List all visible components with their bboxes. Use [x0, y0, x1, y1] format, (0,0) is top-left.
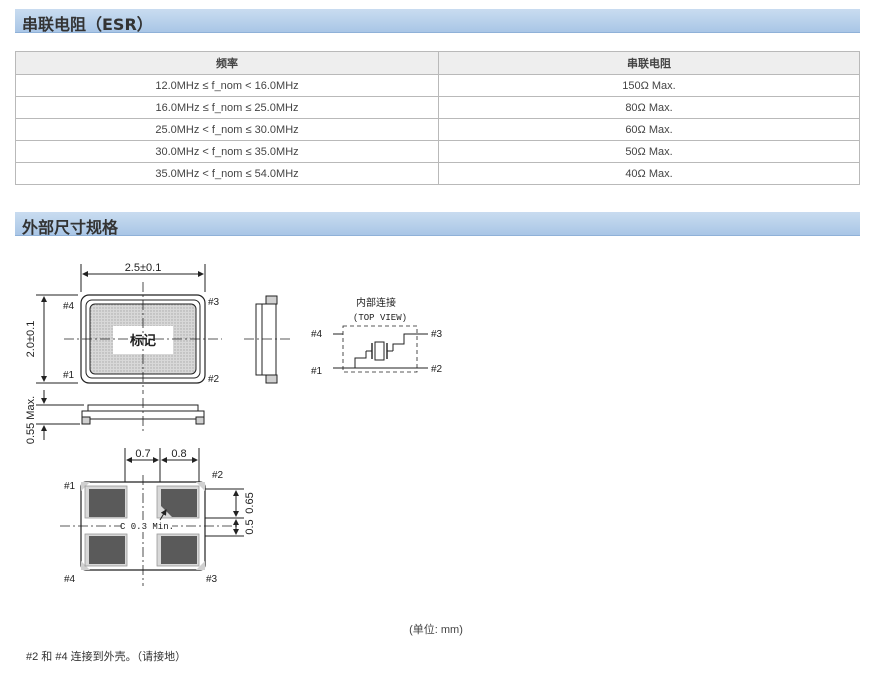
pad-pin3-label: #3	[206, 574, 218, 585]
dimensions-section-title: 外部尺寸规格	[22, 218, 119, 237]
esr-table-header-row: 频率 串联电阻	[15, 51, 860, 75]
unit-note: (单位: mm)	[409, 624, 463, 636]
internal-connection-diagram: 内部连接 (TOP VIEW) #4 #3 #1 #2	[311, 296, 443, 377]
side-view-bottom: 0.55 Max.	[25, 390, 205, 444]
pin1-label: #1	[63, 370, 75, 381]
pin2-label: #2	[208, 374, 220, 385]
internal-pin2-label: #2	[431, 364, 443, 375]
frequency-cell: 30.0MHz < f_nom ≤ 35.0MHz	[15, 140, 439, 163]
table-row: 16.0MHz ≤ f_nom ≤ 25.0MHz 80Ω Max.	[15, 96, 860, 119]
table-row: 30.0MHz < f_nom ≤ 35.0MHz 50Ω Max.	[15, 140, 860, 163]
internal-pin3-label: #3	[431, 329, 443, 340]
resistance-cell: 40Ω Max.	[438, 162, 860, 185]
resistance-cell: 80Ω Max.	[438, 96, 860, 119]
frequency-cell: 35.0MHz < f_nom ≤ 54.0MHz	[15, 162, 439, 185]
height-dimension: 2.0±0.1	[25, 321, 37, 358]
frequency-cell: 25.0MHz < f_nom ≤ 30.0MHz	[15, 118, 439, 141]
pad-dim-c: 0.65	[244, 492, 256, 513]
table-row: 35.0MHz < f_nom ≤ 54.0MHz 40Ω Max.	[15, 162, 860, 185]
table-row: 12.0MHz ≤ f_nom < 16.0MHz 150Ω Max.	[15, 74, 860, 97]
dimensions-section-header: 外部尺寸规格	[15, 212, 860, 237]
thickness-dimension: 0.55 Max.	[25, 396, 37, 444]
internal-pin1-label: #1	[311, 366, 323, 377]
footer-note: #2 和 #4 连接到外壳。（请接地）	[26, 651, 187, 663]
pad-view: 0.7 0.8 C 0.3 Min. 0.65 0.5 #1	[60, 448, 256, 586]
width-dimension: 2.5±0.1	[125, 262, 162, 274]
side-view-right	[244, 295, 290, 384]
chamfer-label: C 0.3 Min.	[120, 522, 174, 532]
internal-view-label: (TOP VIEW)	[353, 313, 407, 323]
esr-table: 频率 串联电阻 12.0MHz ≤ f_nom < 16.0MHz 150Ω M…	[15, 51, 860, 185]
resistance-cell: 60Ω Max.	[438, 118, 860, 141]
pad-dim-a: 0.7	[135, 448, 150, 460]
frequency-cell: 12.0MHz ≤ f_nom < 16.0MHz	[15, 74, 439, 97]
resistance-cell: 50Ω Max.	[438, 140, 860, 163]
pad-pin2-label: #2	[212, 470, 224, 481]
esr-section-title: 串联电阻（ESR）	[22, 15, 153, 34]
pad-pin4-label: #4	[64, 574, 76, 585]
pad-dim-d: 0.5	[244, 519, 256, 534]
dimension-drawing: 2.5±0.1 2.0±0.1 标记 #4 #3 #1 #2	[25, 262, 443, 586]
internal-title: 内部连接	[356, 296, 396, 309]
frequency-header: 频率	[15, 51, 439, 75]
top-view: 2.5±0.1 2.0±0.1 标记 #4 #3 #1 #2	[25, 262, 222, 394]
pad-dim-b: 0.8	[171, 448, 186, 460]
esr-section-header: 串联电阻（ESR）	[15, 9, 860, 34]
pad-pin1-label: #1	[64, 481, 76, 492]
resistance-cell: 150Ω Max.	[438, 74, 860, 97]
pin3-label: #3	[208, 297, 220, 308]
resistance-header: 串联电阻	[438, 51, 860, 75]
frequency-cell: 16.0MHz ≤ f_nom ≤ 25.0MHz	[15, 96, 439, 119]
pin4-label: #4	[63, 301, 75, 312]
internal-pin4-label: #4	[311, 329, 323, 340]
table-row: 25.0MHz < f_nom ≤ 30.0MHz 60Ω Max.	[15, 118, 860, 141]
marking-label: 标记	[129, 333, 156, 349]
